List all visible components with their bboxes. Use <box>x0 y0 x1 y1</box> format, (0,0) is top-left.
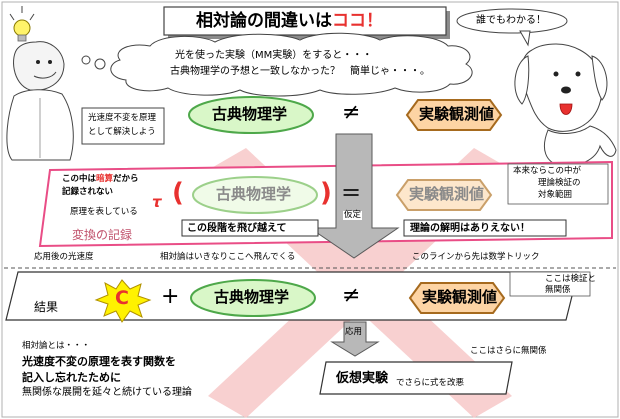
summary-line-3: 記入し忘れたために <box>22 371 121 384</box>
applied-label: 応用 <box>345 327 363 337</box>
dog-tongue <box>559 103 573 115</box>
scientist-note-line-2: として解決しよう <box>88 127 156 137</box>
fixed-label: 仮定 <box>343 210 363 220</box>
transform-equals: = <box>341 178 362 206</box>
experimental-value-hexagon-faded <box>395 179 493 211</box>
lightbulb-icon <box>13 19 31 37</box>
scientist-character <box>6 6 74 161</box>
cloud-line-1: 光を使った実験（MM実験）をすると・・・ <box>175 50 373 61</box>
row1-classical-label: 古典物理学 <box>212 105 288 123</box>
verify-note-line-1: ここは検証と <box>545 274 597 284</box>
no-solution-text: 理論の解明はありえない！ <box>410 223 530 234</box>
cloud-line-2: 古典物理学の予想と一致しなかった？ 簡単じゃ・・・。 <box>170 66 430 77</box>
paren-open: ( <box>172 178 184 208</box>
verify-note-box <box>509 271 591 297</box>
transform-note-line-2: 記録されない <box>62 187 114 197</box>
transform-experimental-label: 実験観測値 <box>409 185 485 203</box>
transform-note-line-1: この中は暗算だから <box>62 174 139 184</box>
experimental-value-hexagon <box>405 99 503 131</box>
thought-dot <box>81 55 91 65</box>
header-cloud <box>110 32 473 97</box>
row3-classical-label: 古典物理学 <box>214 288 290 306</box>
title-main: 相対論の間違いは <box>196 11 332 31</box>
result-label: 結果 <box>34 300 59 314</box>
dog-character <box>514 43 617 167</box>
classical-physics-oval-faded <box>192 176 318 214</box>
speech-tail <box>519 30 531 47</box>
title-box <box>163 6 447 36</box>
row1-not-equal: ≠ <box>342 100 361 125</box>
experimental-value-hexagon-result <box>408 282 506 314</box>
side-note-line-1: 本来ならこの中が <box>513 166 582 176</box>
plus-sign: + <box>161 284 180 309</box>
jump-text: この段階を飛び越えて <box>187 223 287 234</box>
summary-line-2: 光速度不変の原理を表す関数を <box>22 355 176 368</box>
transform-record-label: 変換の記録 <box>72 228 133 242</box>
jump-box <box>181 219 319 237</box>
light-speed-burst <box>94 279 152 323</box>
row3-experimental-label: 実験観測値 <box>422 288 498 306</box>
summary-line-1: 相対論とは・・・ <box>22 341 91 351</box>
classical-physics-oval <box>188 96 314 134</box>
row3-not-equal: ≠ <box>342 283 361 308</box>
equals-backdrop <box>340 184 368 206</box>
hypothetical-note: ここはさらに無関係 <box>470 346 547 356</box>
no-solution-box <box>403 219 567 237</box>
principle-label: 原理を表している <box>70 207 138 217</box>
scientist-note-line-1: 光速度不変を原理 <box>88 113 157 123</box>
verify-note-line-2: 無関係 <box>545 285 571 295</box>
tau-symbol: τ <box>152 193 162 211</box>
scientist-head <box>13 41 65 91</box>
thought-dot <box>94 58 106 70</box>
dog-speech-bubble <box>456 8 568 34</box>
jump-here-label: 相対論はいきなりここへ飛んでくる <box>160 252 296 262</box>
dog-bubble-text: 誰でもわかる！ <box>476 15 546 26</box>
page-title: 相対論の間違いはココ！ <box>196 13 383 30</box>
side-note-line-2: 理論検証の <box>538 178 581 188</box>
hypothetical-box <box>319 361 513 395</box>
transform-side-note-box <box>507 163 609 205</box>
applied-arrow <box>330 321 380 357</box>
paren-close: ) <box>320 178 332 208</box>
title-highlight: ココ！ <box>332 11 383 31</box>
scientist-note-box <box>81 107 165 145</box>
side-note-line-3: 対象範囲 <box>538 190 573 200</box>
after-speed-label: 応用後の光速度 <box>34 252 94 262</box>
classical-physics-oval-result <box>190 279 316 317</box>
math-trick-label: このラインから先は数学トリック <box>412 252 540 262</box>
light-speed-c: C <box>115 287 129 309</box>
row1-experimental-label: 実験観測値 <box>419 105 495 123</box>
hypothetical-sub: でさらに式を改悪 <box>396 378 465 388</box>
summary-line-4: 無関係な展開を延々と続けている理論 <box>22 387 192 398</box>
hypothetical-title: 仮想実験 <box>336 371 389 386</box>
transform-classical-label: 古典物理学 <box>216 185 292 203</box>
